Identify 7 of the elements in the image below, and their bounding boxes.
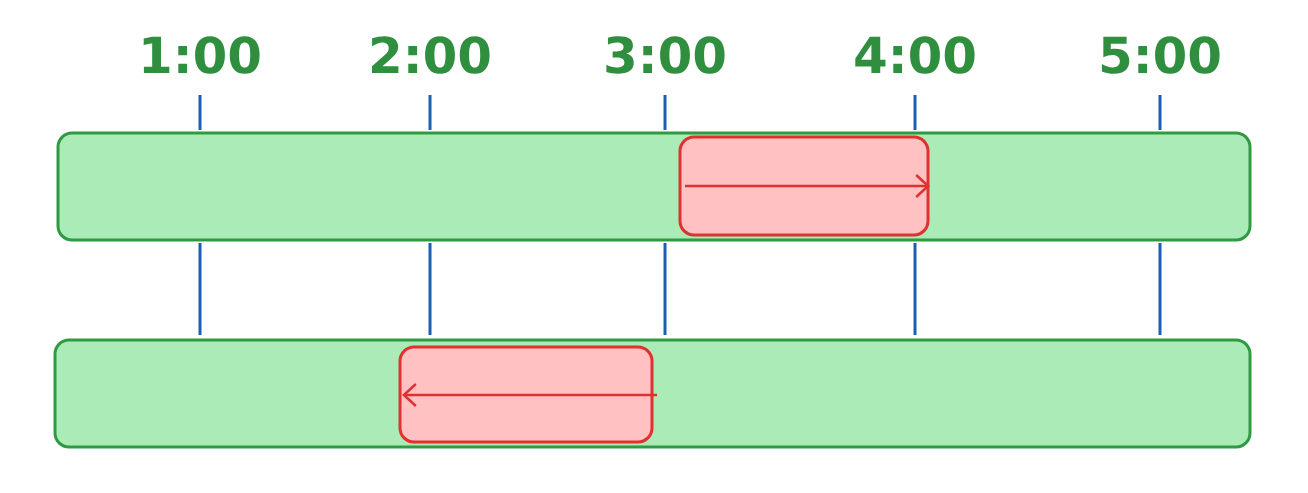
interval-box (398, 345, 654, 444)
time-label: 5:00 (1101, 36, 1220, 74)
time-label: 2:00 (372, 36, 490, 74)
interval-box (678, 135, 930, 237)
time-label: 3:00 (606, 36, 725, 74)
time-label: 1:00 (143, 36, 260, 74)
time-label: 4:00 (855, 36, 975, 74)
